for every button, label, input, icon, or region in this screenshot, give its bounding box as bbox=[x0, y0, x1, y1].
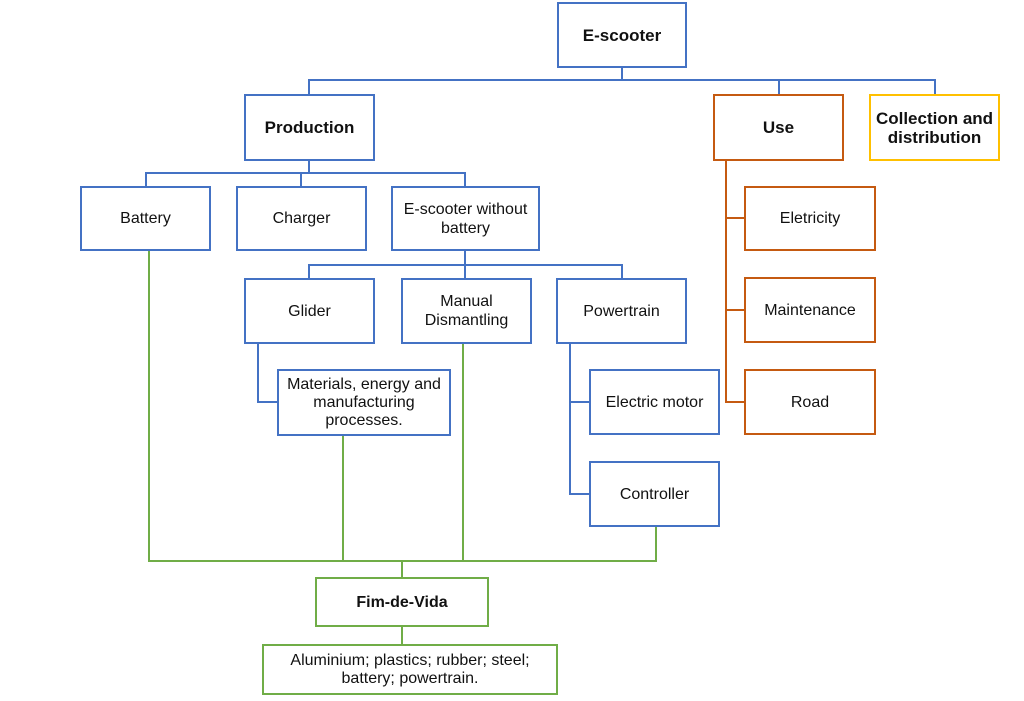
node-eol-materials: Aluminium; plastics; rubber; steel; batt… bbox=[262, 644, 558, 695]
production-connectors bbox=[145, 67, 936, 495]
production-bus bbox=[145, 172, 466, 187]
node-glider: Glider bbox=[244, 278, 375, 344]
node-use: Use bbox=[713, 94, 844, 161]
node-materials-energy: Materials, energy and manufacturing proc… bbox=[277, 369, 451, 436]
glider-detail-connector bbox=[257, 343, 278, 403]
use-spine bbox=[725, 160, 745, 403]
node-fim-de-vida: Fim-de-Vida bbox=[315, 577, 489, 627]
node-escooter-without-battery: E-scooter without battery bbox=[391, 186, 540, 251]
node-production: Production bbox=[244, 94, 375, 161]
node-electric-motor: Electric motor bbox=[589, 369, 720, 435]
node-maintenance: Maintenance bbox=[744, 277, 876, 343]
node-collection-distribution: Collection and distribution bbox=[869, 94, 1000, 161]
node-road: Road bbox=[744, 369, 876, 435]
node-controller: Controller bbox=[589, 461, 720, 527]
node-electricity: Eletricity bbox=[744, 186, 876, 251]
stage-bus bbox=[308, 79, 936, 95]
node-battery: Battery bbox=[80, 186, 211, 251]
node-manual-dismantling: Manual Dismantling bbox=[401, 278, 532, 344]
node-charger: Charger bbox=[236, 186, 367, 251]
node-powertrain: Powertrain bbox=[556, 278, 687, 344]
end-of-life-connectors bbox=[148, 250, 657, 644]
use-connectors bbox=[725, 160, 745, 403]
node-e-scooter: E-scooter bbox=[557, 2, 687, 68]
powertrain-spine bbox=[569, 343, 590, 495]
